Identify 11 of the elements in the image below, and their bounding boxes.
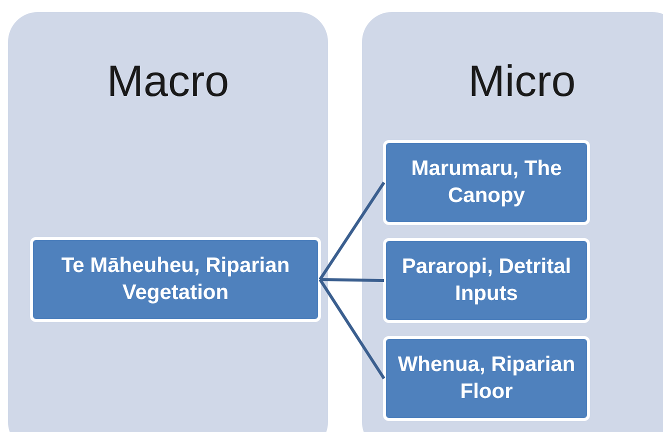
column-panel	[8, 12, 328, 432]
connector-line	[320, 278, 384, 282]
column-panel	[362, 12, 663, 432]
column-heading: Micro	[467, 57, 577, 107]
process-box: Pararopi, Detrital Inputs	[383, 238, 590, 323]
column-heading: Macro	[106, 57, 230, 107]
process-box: Marumaru, The Canopy	[383, 140, 590, 225]
process-box: Te Māheuheu, Riparian Vegetation	[30, 237, 321, 322]
process-box: Whenua, Riparian Floor	[383, 336, 590, 421]
connector-line	[318, 278, 386, 380]
connector-line	[318, 182, 386, 280]
